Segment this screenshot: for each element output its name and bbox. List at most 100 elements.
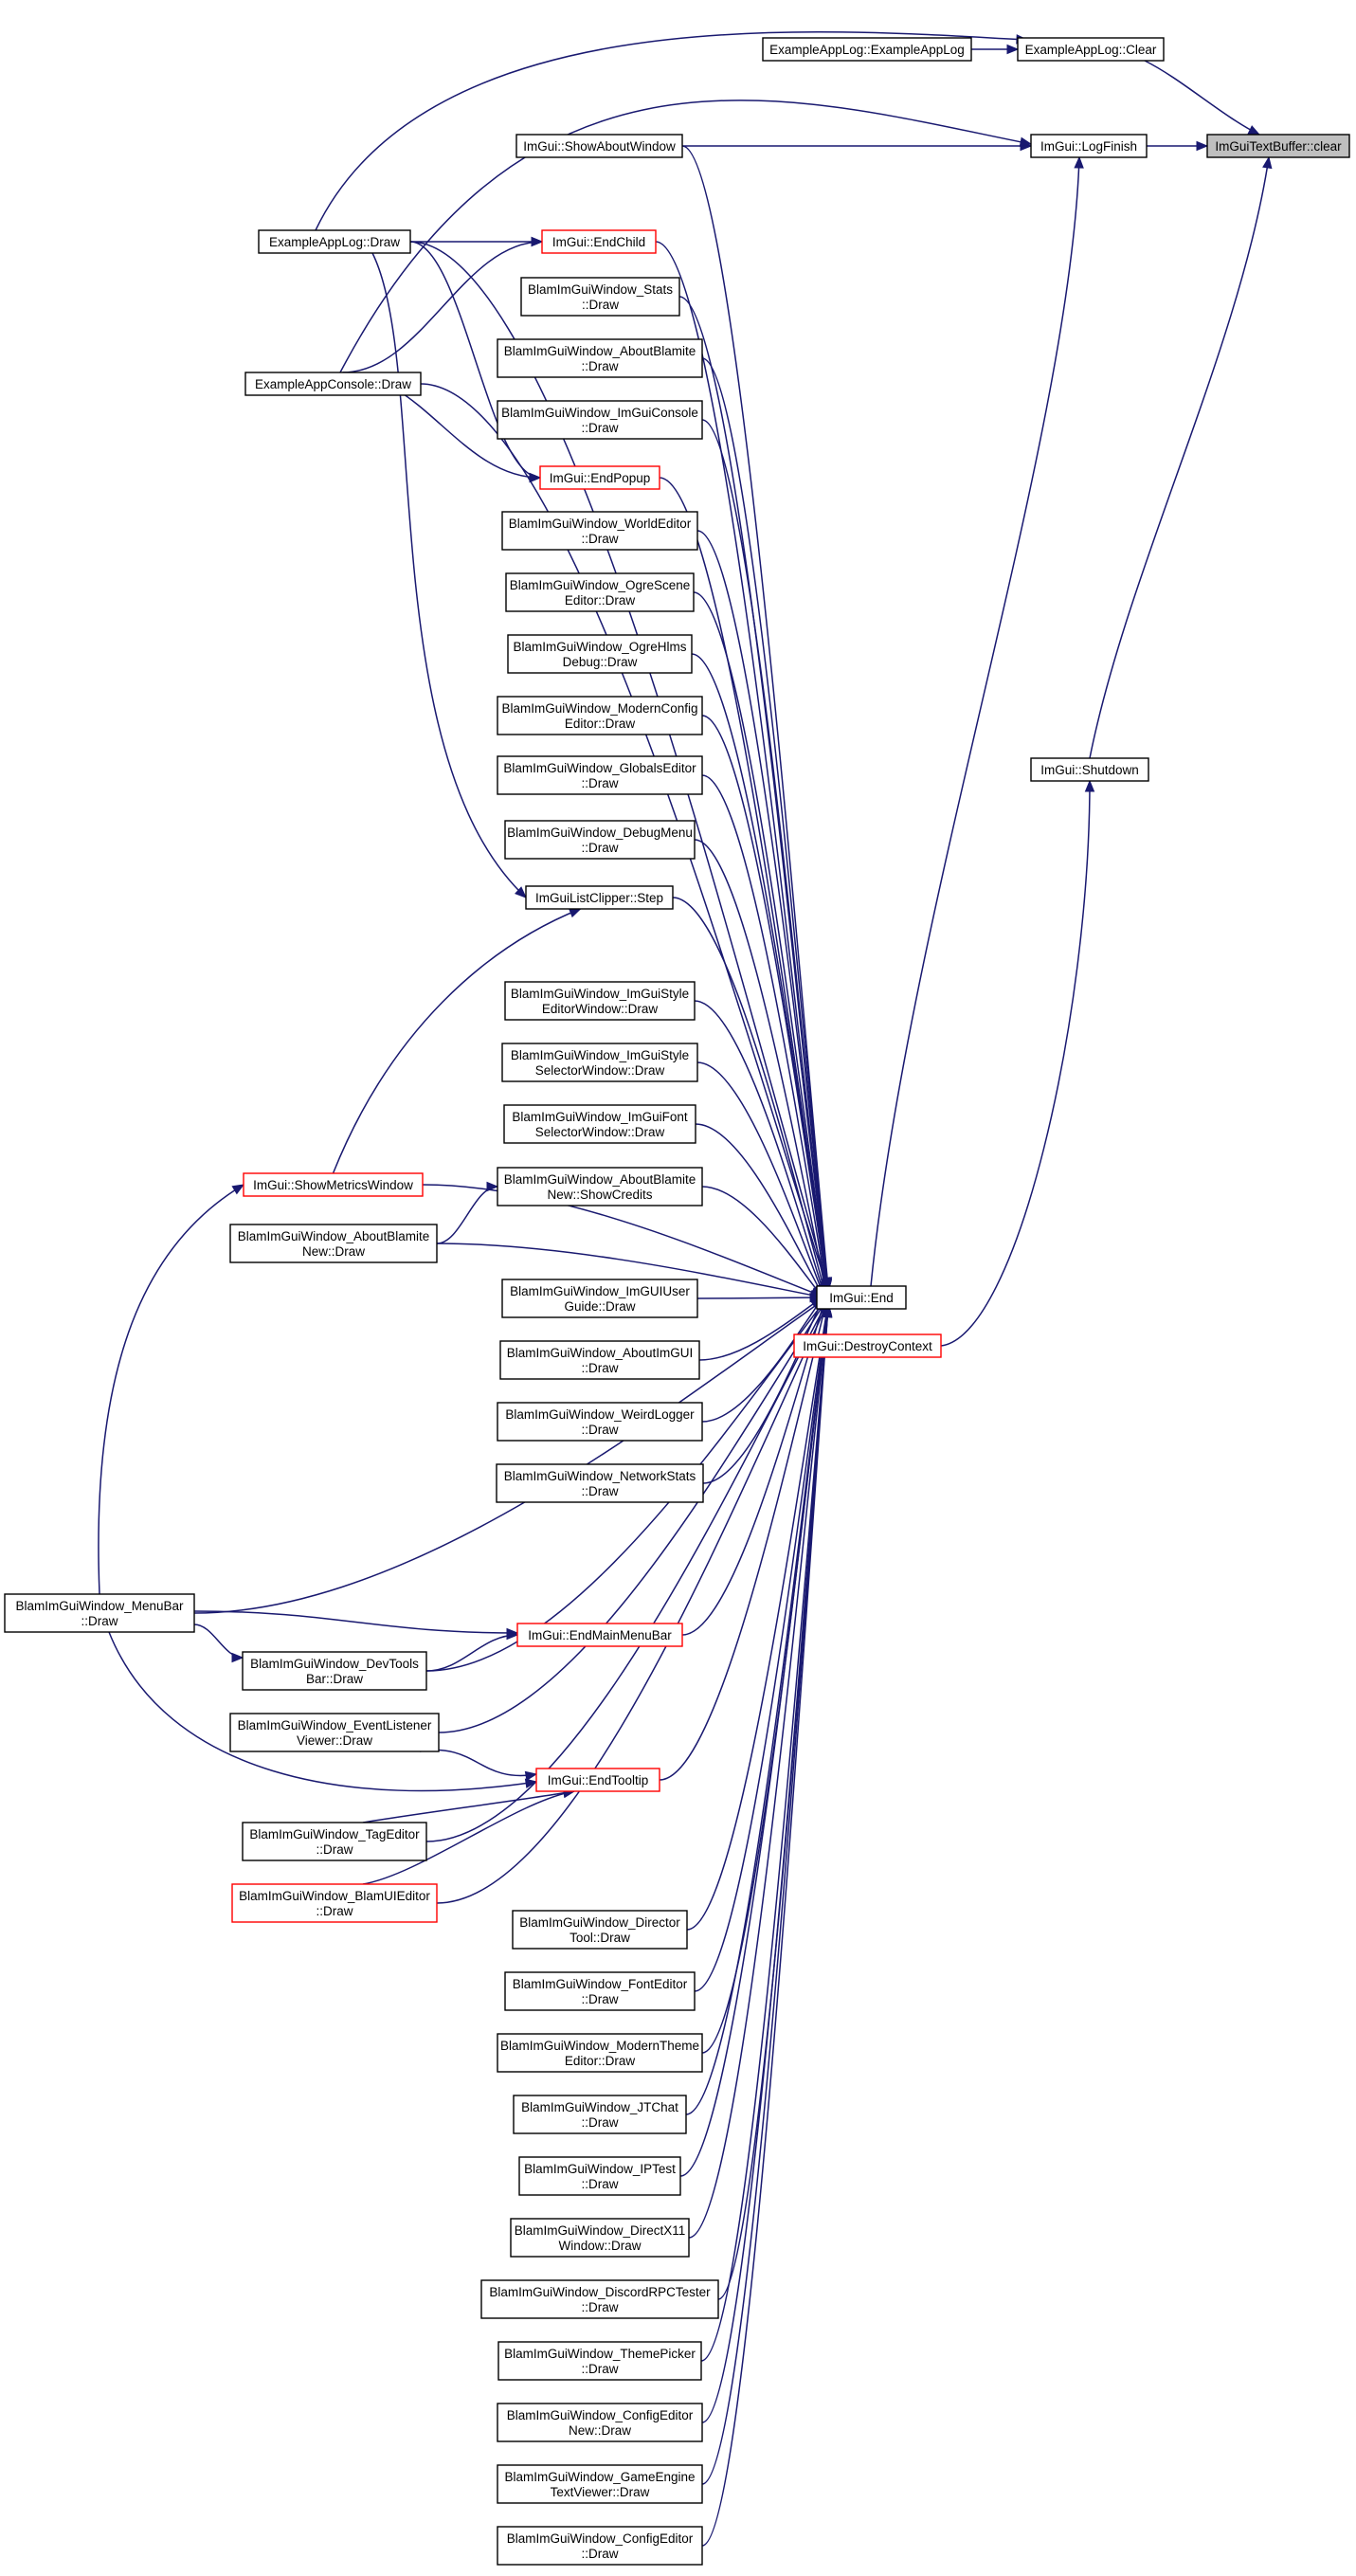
node-end[interactable]: ImGui::End <box>816 1285 907 1310</box>
node-themepicker[interactable]: BlamImGuiWindow_ThemePicker::Draw <box>497 2341 702 2381</box>
node-box[interactable] <box>539 465 660 490</box>
node-box[interactable] <box>504 820 696 860</box>
node-box[interactable] <box>231 1883 438 1923</box>
node-box[interactable] <box>497 1167 703 1206</box>
node-textbuffer_clear[interactable]: ImGuiTextBuffer::clear <box>1206 134 1350 158</box>
node-endchild[interactable]: ImGui::EndChild <box>541 229 657 254</box>
node-globals[interactable]: BlamImGuiWindow_GlobalsEditor::Draw <box>497 755 703 795</box>
node-box[interactable] <box>507 634 693 674</box>
node-box[interactable] <box>497 400 703 440</box>
node-exconsole_draw[interactable]: ExampleAppConsole::Draw <box>244 372 422 396</box>
node-box[interactable] <box>503 1104 696 1144</box>
node-configeditor[interactable]: BlamImGuiWindow_ConfigEditor::Draw <box>497 2526 703 2566</box>
node-box[interactable] <box>1017 37 1165 62</box>
node-endmainmenubar[interactable]: ImGui::EndMainMenuBar <box>516 1623 683 1647</box>
node-box[interactable] <box>501 1043 698 1082</box>
node-box[interactable] <box>242 1822 427 1861</box>
node-exlog_ctor[interactable]: ExampleAppLog::ExampleAppLog <box>762 37 972 62</box>
node-styleeditor[interactable]: BlamImGuiWindow_ImGuiStyleEditorWindow::… <box>504 981 696 1021</box>
node-showmetrics[interactable]: ImGui::ShowMetricsWindow <box>243 1172 424 1197</box>
node-box[interactable] <box>1030 757 1149 782</box>
node-box[interactable] <box>501 511 698 551</box>
node-box[interactable] <box>1030 134 1148 158</box>
node-box[interactable] <box>505 572 695 612</box>
node-box[interactable] <box>242 1651 427 1691</box>
node-box[interactable] <box>258 229 411 254</box>
node-fonteditor[interactable]: BlamImGuiWindow_FontEditor::Draw <box>504 1971 696 2011</box>
node-box[interactable] <box>513 2095 687 2134</box>
node-aboutimgui[interactable]: BlamImGuiWindow_AboutImGUI::Draw <box>499 1340 700 1380</box>
node-box[interactable] <box>497 2033 703 2073</box>
node-iptest[interactable]: BlamImGuiWindow_IPTest::Draw <box>518 2156 681 2196</box>
node-endtooltip[interactable]: ImGui::EndTooltip <box>535 1768 660 1792</box>
node-box[interactable] <box>497 696 703 735</box>
node-logfinish[interactable]: ImGui::LogFinish <box>1030 134 1148 158</box>
node-box[interactable] <box>793 1333 942 1358</box>
node-box[interactable] <box>541 229 657 254</box>
node-box[interactable] <box>510 2218 690 2258</box>
node-aboutblamite[interactable]: BlamImGuiWindow_AboutBlamite::Draw <box>497 338 703 378</box>
node-box[interactable] <box>496 1463 704 1503</box>
node-box[interactable] <box>244 372 422 396</box>
node-menubar[interactable]: BlamImGuiWindow_MenuBar::Draw <box>4 1593 195 1633</box>
node-networkstats[interactable]: BlamImGuiWindow_NetworkStats::Draw <box>496 1463 704 1503</box>
node-box[interactable] <box>497 2341 702 2381</box>
node-styleselector[interactable]: BlamImGuiWindow_ImGuiStyleSelectorWindow… <box>501 1043 698 1082</box>
node-box[interactable] <box>515 134 683 158</box>
node-box[interactable] <box>762 37 972 62</box>
node-fontselector[interactable]: BlamImGuiWindow_ImGuiFontSelectorWindow:… <box>503 1104 696 1144</box>
node-box[interactable] <box>243 1172 424 1197</box>
node-weirdlogger[interactable]: BlamImGuiWindow_WeirdLogger::Draw <box>497 1402 703 1442</box>
node-box[interactable] <box>504 981 696 1021</box>
node-box[interactable] <box>497 2526 703 2566</box>
node-box[interactable] <box>516 1623 683 1647</box>
node-box[interactable] <box>501 1279 698 1318</box>
node-box[interactable] <box>535 1768 660 1792</box>
node-worldeditor[interactable]: BlamImGuiWindow_WorldEditor::Draw <box>501 511 698 551</box>
node-showabout[interactable]: ImGui::ShowAboutWindow <box>515 134 683 158</box>
node-blamuieditor[interactable]: BlamImGuiWindow_BlamUIEditor::Draw <box>231 1883 438 1923</box>
node-listclipper[interactable]: ImGuiListClipper::Step <box>525 885 674 910</box>
node-box[interactable] <box>480 2279 719 2319</box>
node-debugmenu[interactable]: BlamImGuiWindow_DebugMenu::Draw <box>504 820 696 860</box>
node-box[interactable] <box>816 1285 907 1310</box>
node-box[interactable] <box>512 1910 688 1950</box>
node-box[interactable] <box>497 2464 703 2504</box>
node-eventlistener[interactable]: BlamImGuiWindow_EventListenerViewer::Dra… <box>229 1713 440 1752</box>
node-exlog_clear[interactable]: ExampleAppLog::Clear <box>1017 37 1165 62</box>
node-box[interactable] <box>1206 134 1350 158</box>
node-box[interactable] <box>525 885 674 910</box>
node-destroycontext[interactable]: ImGui::DestroyContext <box>793 1333 942 1358</box>
node-box[interactable] <box>497 338 703 378</box>
node-credits[interactable]: BlamImGuiWindow_AboutBlamiteNew::ShowCre… <box>497 1167 703 1206</box>
node-box[interactable] <box>497 1402 703 1442</box>
node-box[interactable] <box>497 755 703 795</box>
node-box[interactable] <box>520 277 680 317</box>
node-gameengine[interactable]: BlamImGuiWindow_GameEngineTextViewer::Dr… <box>497 2464 703 2504</box>
node-discordrpc[interactable]: BlamImGuiWindow_DiscordRPCTester::Draw <box>480 2279 719 2319</box>
node-jtchat[interactable]: BlamImGuiWindow_JTChat::Draw <box>513 2095 687 2134</box>
node-stats[interactable]: BlamImGuiWindow_Stats::Draw <box>520 277 680 317</box>
node-box[interactable] <box>229 1224 438 1263</box>
node-box[interactable] <box>518 2156 681 2196</box>
node-box[interactable] <box>504 1971 696 2011</box>
node-shutdown[interactable]: ImGui::Shutdown <box>1030 757 1149 782</box>
node-endpopup[interactable]: ImGui::EndPopup <box>539 465 660 490</box>
node-tageditor[interactable]: BlamImGuiWindow_TagEditor::Draw <box>242 1822 427 1861</box>
node-box[interactable] <box>4 1593 195 1633</box>
node-imguiconsole[interactable]: BlamImGuiWindow_ImGuiConsole::Draw <box>497 400 703 440</box>
node-exlog_draw[interactable]: ExampleAppLog::Draw <box>258 229 411 254</box>
node-box[interactable] <box>497 2403 703 2442</box>
node-box[interactable] <box>229 1713 440 1752</box>
node-box[interactable] <box>499 1340 700 1380</box>
